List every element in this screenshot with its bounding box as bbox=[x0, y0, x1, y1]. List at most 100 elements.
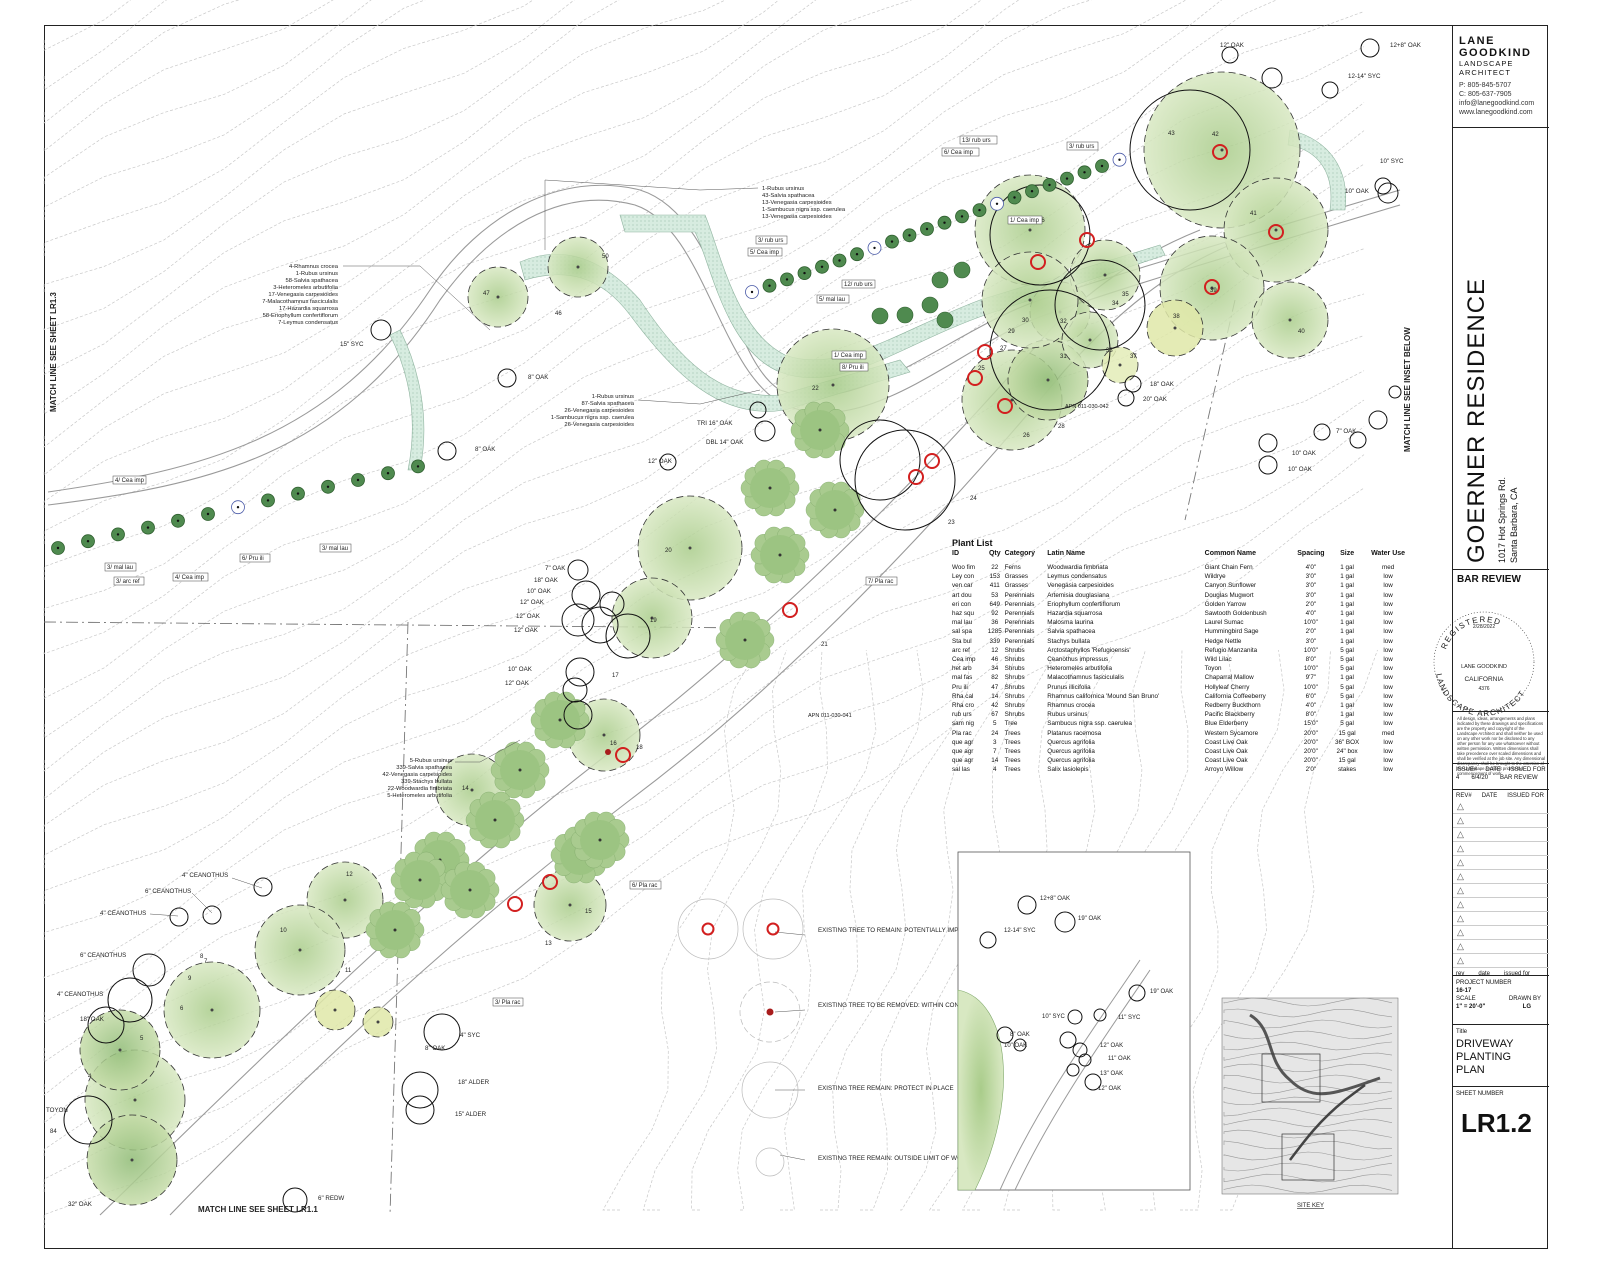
plant-list-cell: 9'7" bbox=[1305, 674, 1317, 682]
tree-number: 5 bbox=[140, 1036, 144, 1042]
tree-center bbox=[1210, 286, 1214, 290]
callout: 6/ Pru ili bbox=[242, 556, 264, 562]
sycamore-symbol bbox=[790, 401, 850, 459]
review-label: BAR REVIEW bbox=[1457, 574, 1521, 585]
plant-list-cell: 2'0" bbox=[1305, 600, 1317, 608]
plant-list-cell: Arctostaphyllos 'Refugioensis' bbox=[1047, 646, 1131, 654]
existing-tree bbox=[1054, 259, 1146, 351]
plant-list-cell: que agr bbox=[952, 748, 974, 756]
plant-list-cell: haz squ bbox=[952, 610, 975, 618]
firm-website[interactable]: www.lanegoodkind.com bbox=[1459, 109, 1533, 116]
tree-number: 21 bbox=[821, 642, 828, 648]
plant-list-cell: 10'0" bbox=[1303, 665, 1318, 673]
plant-list-cell: Hazardia squarrosa bbox=[1047, 610, 1103, 618]
revision-row: △ bbox=[1453, 800, 1549, 814]
existing-tree bbox=[605, 613, 651, 659]
plant-list-cell: Ley con bbox=[952, 573, 975, 581]
tree-center bbox=[333, 1008, 337, 1012]
tree-number: 26 bbox=[1023, 433, 1030, 439]
plant-list-cell: arc ref bbox=[952, 646, 970, 654]
site-key-map: SITE KEY bbox=[1221, 997, 1399, 1209]
plant-list-cell: Perennials bbox=[1004, 600, 1035, 608]
tree-label: 7" OAK bbox=[545, 565, 566, 572]
existing-tree bbox=[370, 319, 392, 341]
sycamore-symbol bbox=[550, 826, 610, 884]
callout: 4/ Cea imp bbox=[115, 478, 145, 484]
plant-list-cell: Ceanothus impressus bbox=[1047, 656, 1109, 664]
tree-label: 18" ALDER bbox=[458, 1079, 490, 1086]
callout: 8/ Pru ili bbox=[842, 365, 864, 371]
plant-list-cell: med bbox=[1381, 564, 1395, 571]
existing-tree bbox=[1261, 67, 1283, 89]
inset-label: 19" OAK bbox=[1150, 989, 1173, 995]
callout: 3/ rub urs bbox=[1069, 144, 1094, 150]
plant-list-cell: Giant Chain Fern bbox=[1204, 564, 1253, 571]
plant-list-title: Plant List bbox=[952, 538, 993, 548]
plant-list-cell: Refugio Manzanita bbox=[1204, 646, 1258, 654]
plant-list-cell: 339 bbox=[989, 637, 1001, 645]
inset-plan: 12+8" OAK 19" OAK 12-14" SYC 19" OAK 10"… bbox=[957, 851, 1191, 1191]
plant-list-cell: Grasses bbox=[1004, 573, 1029, 581]
project-number: 16-17 bbox=[1456, 988, 1472, 994]
plant-list-cell: 649 bbox=[989, 600, 1001, 608]
plant-list-cell: Sawtooth Goldenbush bbox=[1204, 610, 1267, 618]
plant-list-cell: med bbox=[1381, 729, 1395, 737]
plant-list-cell: Coast Live Oak bbox=[1204, 748, 1248, 756]
shrub bbox=[931, 271, 949, 289]
plant-list-cell: 15 gal bbox=[1338, 757, 1356, 765]
tree-number: 38 bbox=[1173, 314, 1180, 320]
inset-label: 10" OAK bbox=[1004, 1043, 1027, 1049]
plant-list-cell: 2'0" bbox=[1305, 628, 1317, 636]
tree-number: 16 bbox=[610, 741, 617, 747]
inset-label: 12-14" SYC bbox=[1004, 928, 1036, 934]
plant-list-cell: Pacific Blackberry bbox=[1204, 711, 1255, 719]
sheet-number: LR1.2 bbox=[1461, 1108, 1532, 1138]
plant-list-cell: Shrubs bbox=[1004, 711, 1025, 719]
sycamore-symbol bbox=[440, 861, 500, 919]
plant-list-cell: 5 gal bbox=[1340, 646, 1354, 654]
callout: 1/ Cea imp bbox=[1010, 218, 1040, 224]
review-block: BAR REVIEW bbox=[1453, 570, 1549, 712]
existing-tree-circles bbox=[63, 38, 1402, 1213]
plant-list-cell: Blue Elderberry bbox=[1204, 720, 1249, 728]
plant-list-cell: 7 bbox=[993, 748, 997, 756]
plant-list-cell: 1 gal bbox=[1340, 637, 1354, 645]
plant-list-cell: mal fas bbox=[952, 674, 973, 682]
plant-list-cell: Heteromeles arbutifolia bbox=[1047, 665, 1113, 673]
legend-item-2: EXISTING TREE TO BE REMOVED: WITHIN CONS… bbox=[818, 1002, 1033, 1009]
plant-list-cell: low bbox=[1383, 573, 1393, 581]
plant-list-cell: art dou bbox=[952, 591, 972, 599]
plant-list-cell: Douglas Mugwort bbox=[1204, 591, 1254, 599]
existing-tree bbox=[1321, 81, 1339, 99]
plant-list-cell: 1 gal bbox=[1340, 600, 1354, 608]
tree-number: 42 bbox=[1212, 132, 1219, 138]
plant-list-cell: 14 bbox=[991, 757, 999, 765]
tree-number: 46 bbox=[555, 311, 562, 317]
plant-list-cell: Shrubs bbox=[1004, 646, 1025, 654]
plant-list-cell: low bbox=[1383, 591, 1393, 599]
tree-center bbox=[1103, 273, 1107, 277]
tree-label: 15" SYC bbox=[340, 341, 364, 348]
firm-email[interactable]: info@lanegoodkind.com bbox=[1459, 100, 1535, 107]
plant-list-cell: Malosma laurina bbox=[1047, 619, 1094, 627]
callout: 6/ Cea imp bbox=[944, 150, 974, 156]
tree-number: 50 bbox=[602, 254, 609, 260]
proposed-tree-canopies bbox=[79, 71, 1329, 1206]
plant-list-cell: 47 bbox=[991, 683, 999, 691]
plant-list-cell: eri con bbox=[952, 600, 971, 608]
plant-list-cell: low bbox=[1383, 702, 1393, 710]
existing-tree bbox=[754, 420, 776, 442]
plant-list-column-header: Latin Name bbox=[1047, 550, 1086, 557]
plant-list-column-header: Size bbox=[1340, 550, 1355, 557]
plant-list-cell: Perennials bbox=[1004, 637, 1035, 645]
existing-tree-labels: 12" OAK 12+8" OAK 12-14" SYC 10" SYC 10"… bbox=[46, 42, 1422, 1208]
existing-tree bbox=[854, 429, 956, 531]
tree-center bbox=[1028, 228, 1032, 232]
existing-tree bbox=[989, 184, 1091, 286]
